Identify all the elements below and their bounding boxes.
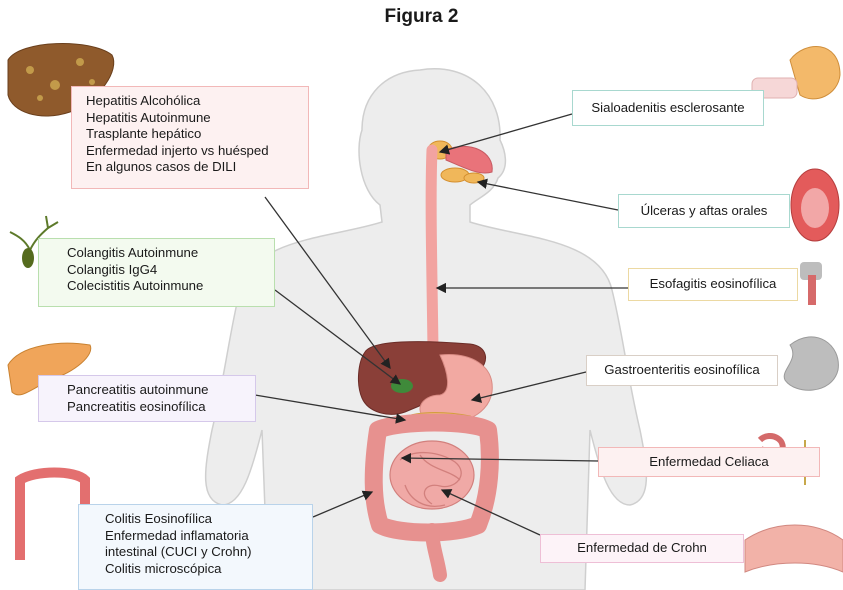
colon-condition: Colitis microscópica [105, 561, 302, 578]
esophagus-condition: Esofagitis eosinofílica [650, 276, 777, 293]
colon-thumbnail [20, 473, 85, 561]
esophagus-thumbnail [800, 262, 822, 305]
liver-condition: Hepatitis Alcohólica [86, 93, 298, 110]
colon-condition: intestinal (CUCI y Crohn) [105, 544, 302, 561]
gallbladder [391, 379, 413, 393]
intestine-section-thumbnail [745, 525, 843, 572]
oral-condition-box: Úlceras y aftas orales [618, 194, 790, 228]
salivary-condition: Sialoadenitis esclerosante [591, 100, 744, 117]
mouth-thumbnail [791, 169, 839, 241]
colon-condition: Colitis Eosinofílica [105, 511, 302, 528]
stomach-condition-box: Gastroenteritis eosinofílica [586, 355, 778, 386]
biliary-condition: Colangitis Autoinmune [67, 245, 264, 262]
oral-condition: Úlceras y aftas orales [641, 203, 768, 220]
liver-condition: Hepatitis Autoinmune [86, 110, 298, 127]
colon-condition: Enfermedad inflamatoria [105, 528, 302, 545]
crohn-condition: Enfermedad de Crohn [577, 540, 707, 557]
liver-condition: En algunos casos de DILI [86, 159, 298, 176]
liver-condition: Enfermedad injerto vs huésped [86, 143, 298, 160]
liver-condition: Trasplante hepático [86, 126, 298, 143]
pancreas-condition: Pancreatitis autoinmune [67, 382, 245, 399]
salivary-condition-box: Sialoadenitis esclerosante [572, 90, 764, 126]
rectum [432, 530, 440, 575]
liver-conditions-box: Hepatitis Alcohólica Hepatitis Autoinmun… [71, 86, 309, 189]
biliary-condition: Colangitis IgG4 [67, 262, 264, 279]
stomach-thumbnail [784, 337, 838, 390]
pancreas-condition: Pancreatitis eosinofílica [67, 399, 245, 416]
esophagus [431, 150, 433, 350]
stomach-condition: Gastroenteritis eosinofílica [604, 362, 759, 379]
colon-conditions-box: Colitis Eosinofílica Enfermedad inflamat… [78, 504, 313, 590]
salivary-thumbnail [752, 46, 840, 98]
celiac-condition: Enfermedad Celiaca [649, 454, 769, 471]
esophagus-condition-box: Esofagitis eosinofílica [628, 268, 798, 301]
crohn-condition-box: Enfermedad de Crohn [540, 534, 744, 563]
pancreas-conditions-box: Pancreatitis autoinmune Pancreatitis eos… [38, 375, 256, 422]
biliary-condition: Colecistitis Autoinmune [67, 278, 264, 295]
biliary-conditions-box: Colangitis Autoinmune Colangitis IgG4 Co… [38, 238, 275, 307]
celiac-condition-box: Enfermedad Celiaca [598, 447, 820, 477]
